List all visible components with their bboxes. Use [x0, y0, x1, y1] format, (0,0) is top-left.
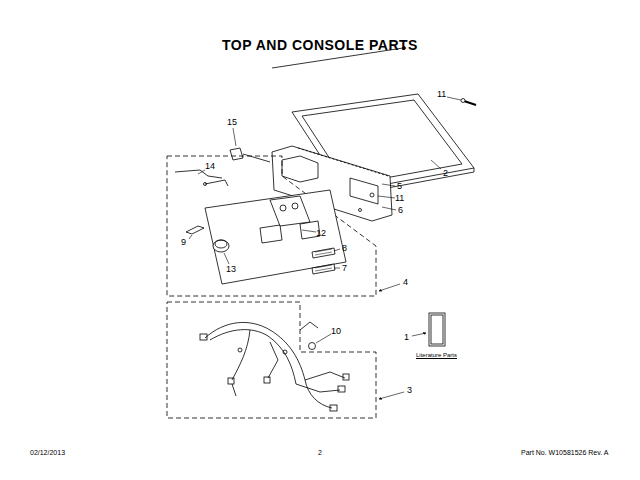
callout-number: 15 [227, 118, 237, 127]
callout-number: 7 [342, 264, 347, 273]
callout-number: 14 [205, 162, 215, 171]
callout-number: 13 [226, 265, 236, 274]
callout-number: 8 [342, 244, 347, 253]
console-panel [205, 190, 346, 284]
leader-lines [189, 97, 461, 399]
footer-date: 02/12/2013 [30, 449, 65, 456]
wire-harness [200, 322, 349, 411]
callout-number: 3 [407, 386, 412, 395]
callout-number: 1 [404, 333, 409, 342]
callout-number: 11 [395, 194, 404, 203]
callout-number: 11 [437, 90, 446, 99]
callout-number: 5 [397, 182, 402, 191]
page-title: TOP AND CONSOLE PARTS [222, 38, 418, 52]
part-number: Part No. W10581526 Rev. A [521, 449, 608, 456]
callout-number: 10 [331, 327, 341, 336]
callout-number: 2 [443, 169, 448, 178]
callout-number: 4 [403, 278, 408, 287]
callout-number: 6 [398, 206, 403, 215]
callout-number: 9 [181, 238, 186, 247]
assembly-outline [167, 156, 376, 296]
literature-booklet [429, 313, 445, 346]
harness-outline [167, 302, 376, 418]
literature-caption: Literature Parts [416, 352, 457, 358]
callout-number: 12 [316, 229, 326, 238]
page-number: 2 [318, 449, 322, 456]
